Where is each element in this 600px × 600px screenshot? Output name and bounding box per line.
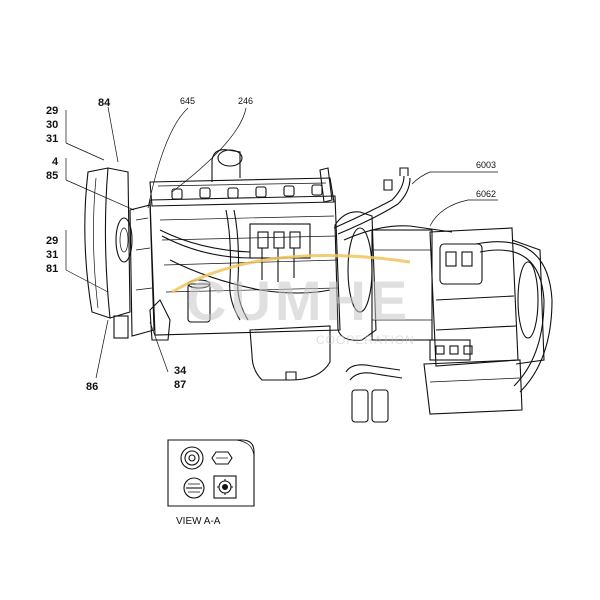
callout-6062: 6062 bbox=[476, 189, 496, 199]
callout-85: 85 bbox=[46, 170, 58, 182]
watermark-swoosh bbox=[171, 253, 411, 294]
transmission bbox=[345, 227, 553, 423]
gear-sensor-icon bbox=[213, 475, 237, 499]
callout-645: 645 bbox=[180, 96, 195, 106]
callout-30: 30 bbox=[46, 119, 58, 131]
flywheel-housing bbox=[334, 211, 433, 341]
callout-34: 34 bbox=[174, 365, 187, 377]
round-cap-icon bbox=[180, 446, 204, 470]
callout-6003: 6003 bbox=[476, 160, 496, 170]
callout-87: 87 bbox=[174, 379, 186, 391]
watermark-main-text: CUMHE bbox=[186, 269, 411, 332]
watermark: CUMHE COOPERATION bbox=[171, 253, 415, 347]
callout-29-mid: 29 bbox=[46, 235, 58, 247]
inset-panel bbox=[167, 439, 255, 507]
callout-246: 246 bbox=[238, 96, 253, 106]
fan-assembly bbox=[84, 167, 133, 339]
wiring-harness bbox=[333, 167, 453, 241]
engine-illustration bbox=[65, 106, 553, 423]
slotted-cap-icon bbox=[183, 477, 205, 499]
leader-lines bbox=[65, 106, 498, 379]
view-caption: VIEW A-A bbox=[176, 516, 221, 527]
callout-31-mid: 31 bbox=[46, 249, 58, 261]
front-cover bbox=[129, 204, 155, 337]
callout-84: 84 bbox=[98, 97, 111, 109]
callout-86: 86 bbox=[86, 381, 98, 393]
callout-labels: 29 30 31 84 4 85 29 31 81 86 34 87 645 2… bbox=[46, 96, 496, 393]
callout-31-top: 31 bbox=[46, 133, 58, 145]
fitting-icon bbox=[211, 451, 233, 465]
callout-29-top: 29 bbox=[46, 105, 58, 117]
callout-4: 4 bbox=[52, 156, 59, 168]
callout-81: 81 bbox=[46, 263, 58, 275]
engine-block bbox=[149, 149, 341, 381]
watermark-sub-text: COOPERATION bbox=[316, 333, 415, 347]
view-a-a-inset: VIEW A-A bbox=[167, 439, 255, 527]
